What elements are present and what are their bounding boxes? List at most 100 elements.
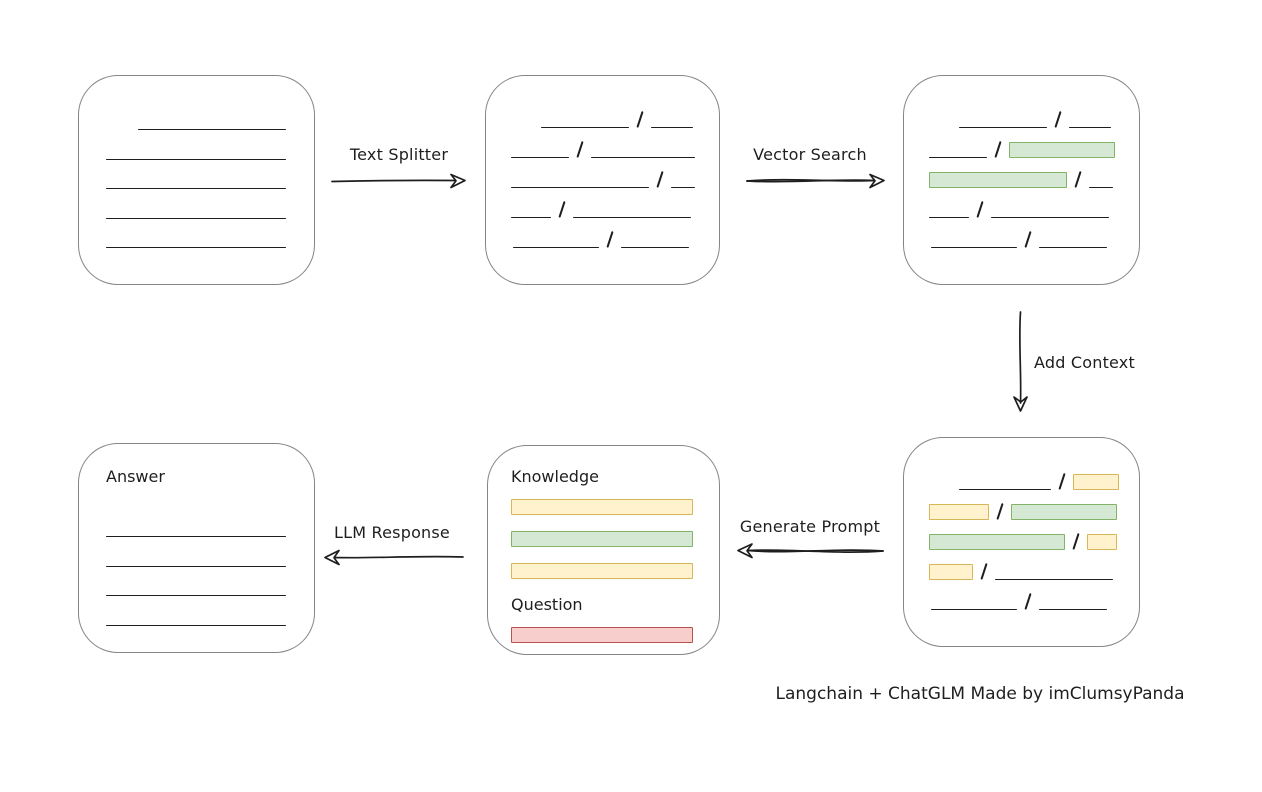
text-splitter-label: Text Splitter bbox=[349, 145, 449, 164]
content-row bbox=[106, 608, 289, 626]
vector-search-arrow bbox=[746, 173, 885, 189]
document-box bbox=[78, 75, 315, 285]
content-row bbox=[511, 497, 694, 515]
answer-box: Answer bbox=[78, 443, 315, 653]
content-row bbox=[929, 502, 1117, 520]
text-line bbox=[106, 188, 286, 189]
content-row bbox=[106, 142, 289, 160]
content-row bbox=[931, 592, 1114, 610]
text-line bbox=[671, 187, 695, 188]
split-slash bbox=[1074, 171, 1082, 188]
split-slash bbox=[576, 141, 584, 158]
generate-prompt-arrow bbox=[737, 543, 884, 559]
text-line bbox=[621, 247, 689, 248]
highlight-chip-green bbox=[511, 531, 693, 547]
highlight-chip-yellow bbox=[1073, 474, 1119, 490]
text-line bbox=[959, 127, 1047, 128]
context-chunks-content bbox=[929, 438, 1119, 646]
text-line bbox=[513, 247, 599, 248]
highlight-chip-green bbox=[1009, 142, 1115, 158]
content-row bbox=[106, 578, 289, 596]
content-row bbox=[106, 549, 289, 567]
answer-title: Answer bbox=[106, 467, 165, 486]
split-slash bbox=[980, 563, 988, 580]
add-context-label: Add Context bbox=[1034, 353, 1135, 372]
text-line bbox=[511, 217, 551, 218]
highlight-chip-red bbox=[511, 627, 693, 643]
content-row bbox=[138, 112, 289, 130]
llm-response-label: LLM Response bbox=[334, 523, 450, 542]
generate-prompt-label: Generate Prompt bbox=[739, 517, 881, 536]
split-slash bbox=[996, 503, 1004, 520]
vector-search-results-rows bbox=[929, 76, 1115, 248]
content-row bbox=[511, 625, 694, 643]
text-line bbox=[511, 157, 569, 158]
split-slash bbox=[1054, 111, 1062, 128]
question-bars bbox=[511, 625, 694, 643]
content-row bbox=[541, 110, 694, 128]
text-line bbox=[573, 217, 691, 218]
knowledge-title: Knowledge bbox=[511, 467, 599, 486]
content-row bbox=[511, 200, 694, 218]
context-chunks-rows bbox=[929, 438, 1119, 610]
split-slash bbox=[636, 111, 644, 128]
text-line bbox=[511, 187, 649, 188]
highlight-chip-yellow bbox=[511, 563, 693, 579]
content-row bbox=[959, 472, 1119, 490]
text-line bbox=[591, 157, 695, 158]
text-line bbox=[931, 247, 1017, 248]
text-line bbox=[1069, 127, 1111, 128]
prompt-box: Knowledge Question bbox=[487, 445, 720, 655]
prompt-content: Knowledge Question bbox=[511, 446, 694, 654]
highlight-chip-yellow bbox=[511, 499, 693, 515]
content-row bbox=[106, 201, 289, 219]
text-line bbox=[1039, 247, 1107, 248]
content-row bbox=[511, 140, 695, 158]
text-line bbox=[995, 579, 1113, 580]
text-line bbox=[1039, 609, 1107, 610]
text-splitter-arrow bbox=[331, 173, 466, 189]
text-line bbox=[106, 536, 286, 537]
highlight-chip-green bbox=[929, 534, 1065, 550]
text-line bbox=[959, 489, 1051, 490]
text-line bbox=[651, 127, 693, 128]
document-content bbox=[106, 76, 289, 284]
text-line bbox=[106, 565, 286, 567]
text-chunks-box bbox=[485, 75, 720, 285]
content-row bbox=[513, 230, 694, 248]
split-slash bbox=[1072, 533, 1080, 550]
text-line bbox=[106, 247, 286, 248]
knowledge-bars bbox=[511, 497, 694, 579]
text-line bbox=[138, 129, 286, 130]
text-line bbox=[106, 158, 286, 160]
text-line bbox=[929, 217, 969, 218]
content-row bbox=[929, 562, 1114, 580]
content-row bbox=[106, 519, 289, 537]
answer-lines bbox=[106, 519, 289, 626]
text-chunks-content bbox=[511, 76, 695, 284]
content-row bbox=[929, 170, 1114, 188]
content-row bbox=[511, 529, 694, 547]
highlight-chip-yellow bbox=[929, 504, 989, 520]
text-line bbox=[931, 609, 1017, 610]
content-row bbox=[929, 140, 1115, 158]
text-chunks-rows bbox=[511, 76, 695, 248]
vector-search-label: Vector Search bbox=[753, 145, 867, 164]
vector-search-results-content bbox=[929, 76, 1115, 284]
vector-search-results-box bbox=[903, 75, 1140, 285]
split-slash bbox=[656, 171, 664, 188]
content-row bbox=[931, 230, 1114, 248]
content-row bbox=[511, 561, 694, 579]
text-line bbox=[541, 127, 629, 128]
add-context-arrow bbox=[1013, 311, 1028, 412]
text-line bbox=[1089, 187, 1113, 188]
split-slash bbox=[606, 231, 614, 248]
split-slash bbox=[994, 141, 1002, 158]
content-row bbox=[106, 230, 289, 248]
split-slash bbox=[976, 201, 984, 218]
text-line bbox=[929, 157, 987, 158]
content-row bbox=[929, 532, 1117, 550]
split-slash bbox=[1024, 593, 1032, 610]
text-line bbox=[106, 595, 286, 596]
split-slash bbox=[558, 201, 566, 218]
